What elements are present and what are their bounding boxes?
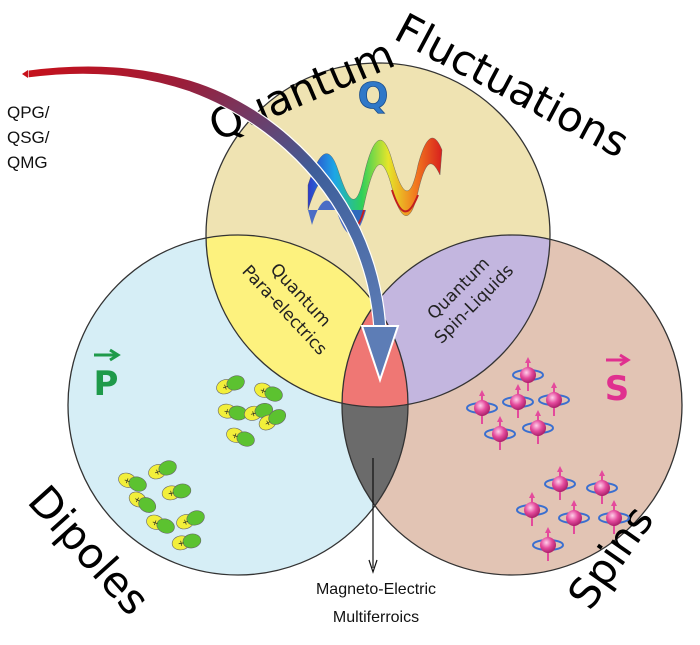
- dipole-molecule-icon: +: [146, 514, 175, 534]
- multiferroics-pointer-arrowhead-icon: [368, 559, 378, 574]
- spin-particle-icon: [502, 384, 534, 418]
- multiferroics-label-line1: Magneto-Electric: [316, 581, 436, 598]
- dipole-molecule-icon: +: [217, 403, 248, 421]
- svg-text:+: +: [181, 517, 190, 528]
- spin-particle-icon: [558, 500, 590, 534]
- p-symbol-group: P: [94, 348, 121, 404]
- dipole-molecule-icon: +: [161, 483, 192, 501]
- dipole-cluster-group: +++++++++++++: [118, 375, 287, 551]
- glass-label-line3: QMG: [7, 153, 48, 172]
- svg-text:+: +: [132, 494, 142, 505]
- dipole-molecule-icon: +: [128, 491, 157, 513]
- spin-particle-icon: [538, 382, 570, 416]
- svg-text:+: +: [153, 467, 162, 478]
- svg-text:+: +: [258, 385, 267, 396]
- spin-particle-icon: [598, 500, 630, 534]
- glass-label-line2: QSG/: [7, 128, 50, 147]
- spin-particle-icon: [586, 470, 618, 504]
- svg-text:+: +: [122, 475, 131, 486]
- dipole-molecule-icon: +: [216, 375, 245, 395]
- spin-particle-icon: [522, 410, 554, 444]
- q-symbol: Q: [358, 76, 389, 117]
- spin-particle-icon: [516, 492, 548, 526]
- dipoles-circle-outline: [67, 234, 409, 576]
- spin-particle-icon: [544, 466, 576, 500]
- svg-text:+: +: [177, 538, 185, 548]
- s-vector-arrow-icon: [606, 353, 631, 367]
- svg-text:+: +: [263, 417, 273, 428]
- svg-text:+: +: [221, 382, 230, 393]
- spin-particle-icon: [532, 527, 564, 561]
- spins-circle-outline: [341, 234, 683, 576]
- s-symbol: S: [605, 369, 630, 409]
- dipole-molecule-icon: +: [243, 402, 273, 421]
- dipole-molecule-icon: +: [176, 510, 205, 530]
- glass-label-line1: QPG/: [7, 103, 50, 122]
- spin-particle-icon: [466, 390, 498, 424]
- spin-cluster-group: [466, 357, 630, 561]
- dipole-molecule-icon: +: [148, 460, 177, 480]
- glass-arrow: [22, 65, 400, 384]
- p-vector-arrow-icon: [94, 348, 121, 362]
- dipole-molecule-icon: +: [171, 533, 202, 551]
- s-symbol-group: S: [605, 353, 631, 409]
- dipole-molecule-icon: +: [258, 409, 287, 431]
- dipole-molecule-icon: +: [226, 427, 255, 447]
- svg-text:+: +: [223, 407, 231, 417]
- spin-particle-icon: [484, 416, 516, 450]
- quantum-circle-outline: [205, 62, 551, 408]
- dipole-molecule-icon: +: [118, 472, 147, 492]
- multiferroics-label-line2: Multiferroics: [333, 609, 419, 626]
- svg-text:+: +: [249, 409, 258, 419]
- spin-particle-icon: [512, 357, 544, 391]
- svg-text:+: +: [150, 517, 159, 528]
- p-symbol: P: [94, 364, 119, 404]
- dipole-molecule-icon: +: [254, 382, 283, 402]
- svg-text:+: +: [230, 430, 239, 441]
- svg-text:+: +: [167, 488, 175, 498]
